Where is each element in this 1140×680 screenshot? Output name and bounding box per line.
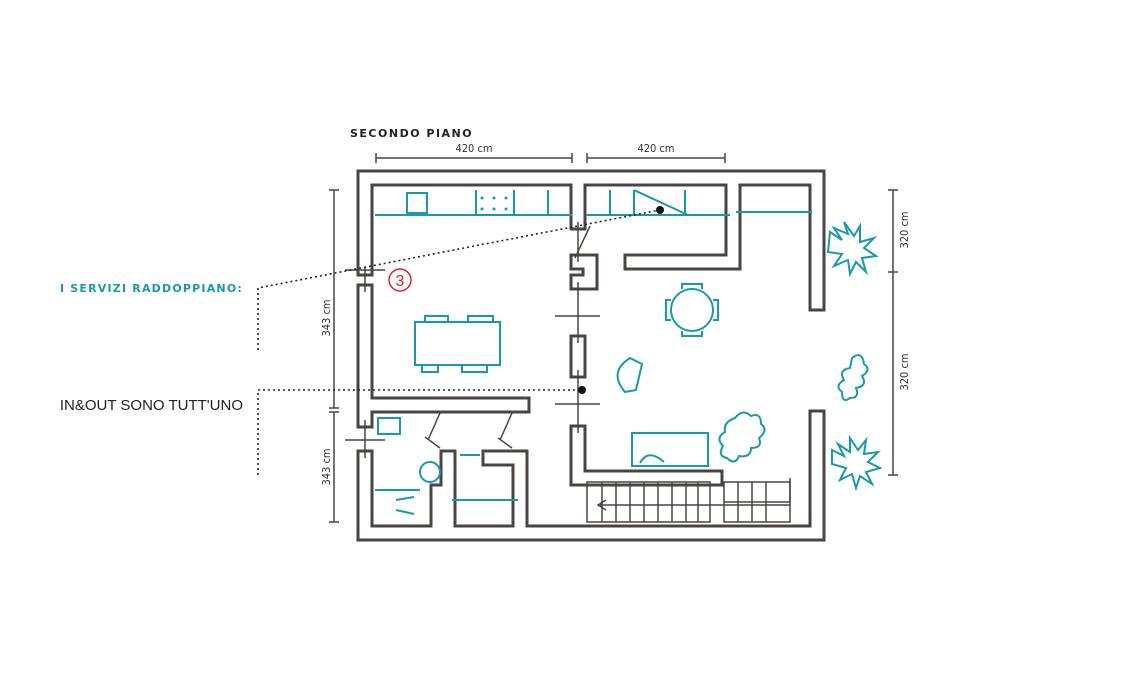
dim-right-lower: 320 cm bbox=[898, 353, 911, 390]
dim-top-left: 420 cm bbox=[455, 142, 492, 155]
dim-top-right: 420 cm bbox=[637, 142, 674, 155]
plants bbox=[718, 221, 883, 492]
dim-left-upper: 343 cm bbox=[320, 299, 333, 336]
stairs bbox=[586, 478, 791, 523]
marker-circle bbox=[388, 268, 412, 292]
marker-number: 3 bbox=[396, 273, 405, 290]
dimension-lines bbox=[329, 153, 898, 523]
callout-in-out: IN&OUT SONO TUTT'UNO bbox=[60, 397, 243, 414]
dim-right-upper: 320 cm bbox=[898, 211, 911, 248]
walls bbox=[356, 169, 826, 542]
callout-lines bbox=[257, 206, 664, 475]
plan-title: SECONDO PIANO bbox=[350, 127, 473, 140]
callout-services: I SERVIZI RADDOPPIANO: bbox=[60, 282, 243, 295]
doors bbox=[345, 222, 600, 458]
dim-left-lower: 343 cm bbox=[320, 448, 333, 485]
furniture bbox=[375, 189, 883, 515]
